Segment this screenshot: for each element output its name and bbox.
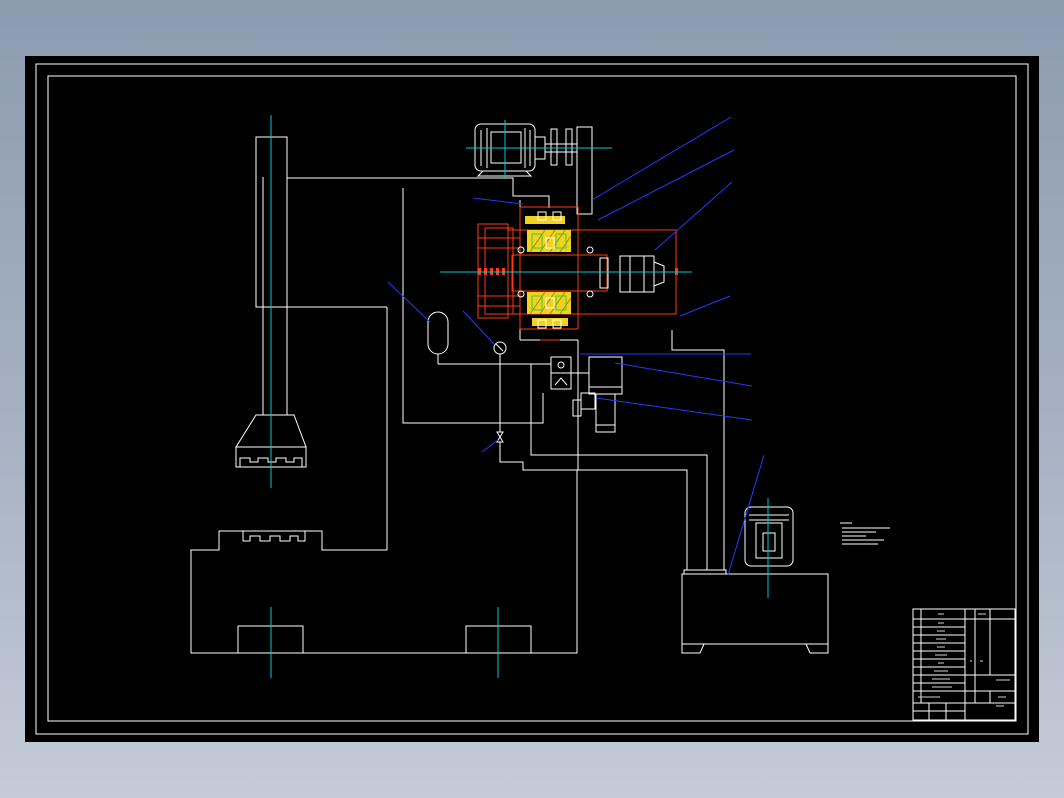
- inner-border: [47, 75, 1017, 722]
- accumulator: [427, 311, 449, 364]
- tank-motor: [744, 506, 794, 567]
- outer-border: [35, 63, 1029, 735]
- technical-notes: [840, 522, 890, 545]
- centerlines: [270, 115, 769, 678]
- drawing-sheet: [25, 56, 1039, 742]
- coupling: [545, 128, 577, 166]
- title-block: [912, 608, 1016, 721]
- hydraulic-lines: [438, 330, 725, 570]
- valve: [496, 420, 504, 452]
- hydraulic-unit: [681, 569, 829, 654]
- pressure-gauge: [493, 341, 507, 364]
- leader-lines: [387, 116, 765, 576]
- cylinder: [619, 255, 665, 293]
